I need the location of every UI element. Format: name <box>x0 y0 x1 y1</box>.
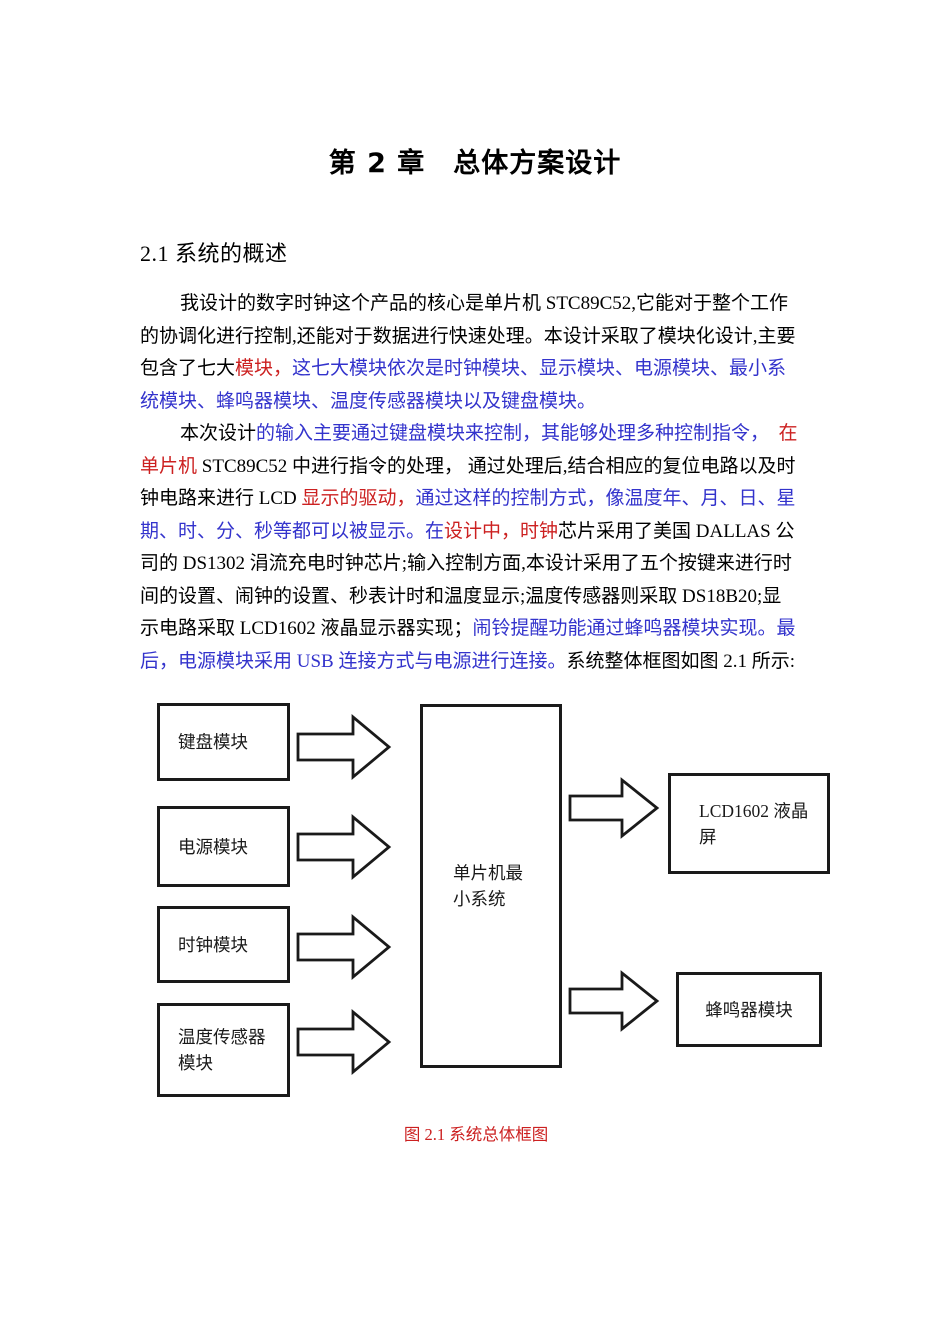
block-arrow-icon <box>296 914 392 980</box>
text-run: 我设计的数字时钟这个产品的核心是单片机 STC89C52,它能对于整个工作 <box>180 293 789 314</box>
figure-caption: 图 2.1 系统总体框图 <box>403 1125 549 1144</box>
text-run: 本次设计 <box>180 423 257 444</box>
diagram-box-keyboard-module: 键盘模块 <box>157 703 290 781</box>
diagram-box-lcd1602-screen: LCD1602 液晶 屏 <box>668 773 830 874</box>
text-run: 单片机 <box>140 455 198 477</box>
body-line: 期、时、分、秒等都可以被显示。在设计中，时钟芯片采用了美国 DALLAS 公 <box>140 516 812 549</box>
body-line: 单片机 STC89C52 中进行指令的处理， 通过处理后,结合相应的复位电路以及… <box>140 451 812 484</box>
text-run: 的输入主要通过键盘模块来控制，其能够处理多种控制指令， <box>256 423 760 444</box>
paragraph-overview: 我设计的数字时钟这个产品的核心是单片机 STC89C52,它能对于整个工作 的协… <box>140 288 812 418</box>
text-run: 后，电源模块采用 USB 连接方式与电源进行连接。 <box>140 650 567 672</box>
text-run: 设计中，时钟 <box>444 520 559 542</box>
box-label: 键盘模块 <box>178 732 248 752</box>
text-run: 在 <box>759 423 798 444</box>
body-line: 的协调化进行控制,还能对于数据进行快速处理。本设计采取了模块化设计,主要 <box>140 321 812 354</box>
box-label: 蜂鸣器模块 <box>705 999 793 1020</box>
body-line: 本次设计的输入主要通过键盘模块来控制，其能够处理多种控制指令， 在 <box>140 418 812 451</box>
box-label: 时钟模块 <box>178 934 248 955</box>
body-line: 示电路采取 LCD1602 液晶显示器实现；闹铃提醒功能通过蜂鸣器模块实现。最 <box>140 613 812 646</box>
diagram-box-power-module: 电源模块 <box>157 806 290 887</box>
text-run: 间的设置、闹钟的设置、秒表计时和温度显示;温度传感器则采取 DS18B20;显 <box>140 585 782 607</box>
text-run: 这七大模块依次是时钟模块、显示模块、电源模块、最小系 <box>292 358 787 379</box>
text-run: 期、时、分、秒等都可以被显示。在 <box>140 520 445 542</box>
text-run: 示电路采取 LCD1602 液晶显示器实现； <box>140 618 473 639</box>
diagram-box-clock-module: 时钟模块 <box>157 906 290 983</box>
box-label: 单片机最 小系统 <box>453 863 523 909</box>
text-run: 钟电路来进行 LCD <box>140 488 302 509</box>
block-arrow-icon <box>568 970 660 1032</box>
text-run: 包含了七大 <box>140 358 236 379</box>
body-line: 间的设置、闹钟的设置、秒表计时和温度显示;温度传感器则采取 DS18B20;显 <box>140 581 812 614</box>
box-label: 温度传感器 模块 <box>178 1027 266 1073</box>
text-run: 模块， <box>235 358 293 379</box>
block-arrow-icon <box>296 714 392 780</box>
box-label: 电源模块 <box>178 836 248 857</box>
body-line: 钟电路来进行 LCD 显示的驱动，通过这样的控制方式，像温度年、月、日、星 <box>140 483 812 516</box>
body-line: 司的 DS1302 涓流充电时钟芯片;输入控制方面,本设计采用了五个按键来进行时 <box>140 548 812 581</box>
block-arrow-icon <box>296 1009 392 1075</box>
body-line: 后，电源模块采用 USB 连接方式与电源进行连接。系统整体框图如图 2.1 所示… <box>140 646 812 679</box>
text-run: STC89C52 中进行指令的处理， 通过处理后,结合相应的复位电路以及时 <box>197 455 796 477</box>
text-run: 统模块、蜂鸣器模块、温度传感器模块以及键盘模块。 <box>140 390 597 412</box>
text-run: 通过这样的控制方式，像温度年、月、日、星 <box>415 488 796 509</box>
block-arrow-icon <box>568 777 660 839</box>
body-line: 包含了七大模块，这七大模块依次是时钟模块、显示模块、电源模块、最小系 <box>140 353 812 386</box>
text-run: 芯片采用了美国 DALLAS 公 <box>558 520 795 542</box>
paragraph-design-detail: 本次设计的输入主要通过键盘模块来控制，其能够处理多种控制指令， 在 单片机 ST… <box>140 418 812 678</box>
block-arrow-icon <box>296 814 392 880</box>
diagram-box-temperature-sensor-module: 温度传感器 模块 <box>157 1003 290 1097</box>
body-line: 统模块、蜂鸣器模块、温度传感器模块以及键盘模块。 <box>140 386 812 419</box>
text-run: 显示的驱动， <box>301 488 416 509</box>
diagram-box-mcu-minimal-system: 单片机最 小系统 <box>420 704 562 1068</box>
text-run: 司的 DS1302 涓流充电时钟芯片;输入控制方面,本设计采用了五个按键来进行时 <box>140 553 792 574</box>
text-run: 的协调化进行控制,还能对于数据进行快速处理。本设计采取了模块化设计,主要 <box>140 325 796 347</box>
text-run: 闹铃提醒功能通过蜂鸣器模块实现。最 <box>472 618 796 639</box>
diagram-box-buzzer-module: 蜂鸣器模块 <box>676 972 822 1047</box>
text-run: 系统整体框图如图 2.1 所示: <box>566 650 795 672</box>
body-line: 我设计的数字时钟这个产品的核心是单片机 STC89C52,它能对于整个工作 <box>140 288 812 321</box>
box-label: LCD1602 液晶 屏 <box>699 800 809 847</box>
chapter-title: 第 2 章 总体方案设计 <box>328 148 622 179</box>
section-heading: 2.1 系统的概述 <box>140 241 288 266</box>
